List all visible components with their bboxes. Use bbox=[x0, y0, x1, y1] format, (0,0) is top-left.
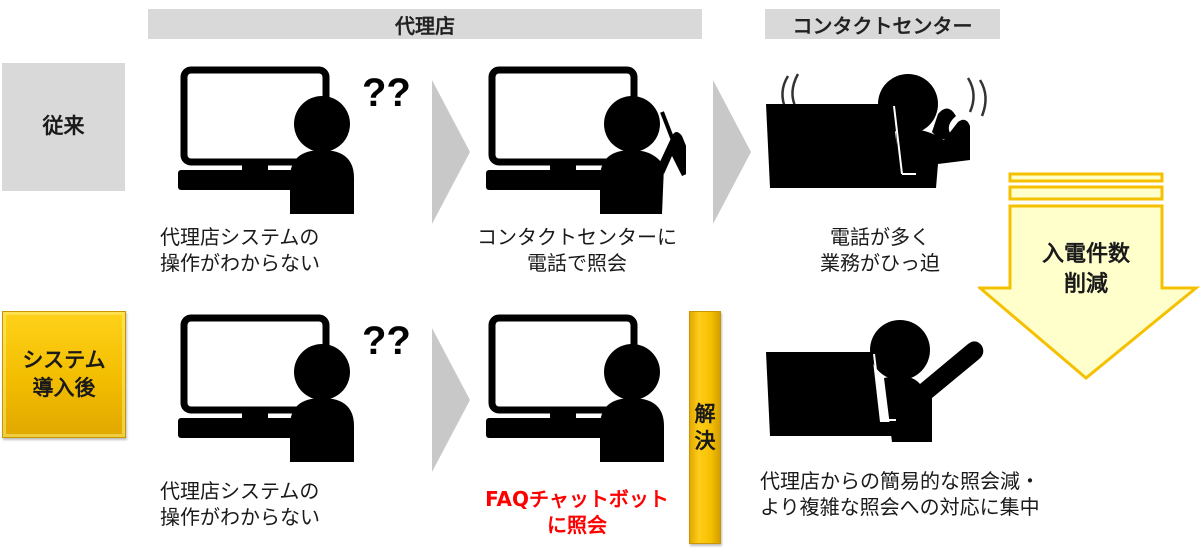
operator-raising-hand-icon bbox=[760, 312, 1000, 442]
caption-line: 電話が多く bbox=[830, 225, 930, 249]
down-arrow-icon bbox=[978, 172, 1200, 380]
person-at-computer-icon bbox=[486, 314, 686, 464]
svg-text:??: ?? bbox=[362, 319, 411, 363]
reduction-arrow-label: 入電件数 削減 bbox=[1008, 240, 1164, 299]
caption-line: より複雑な照会への対応に集中 bbox=[760, 495, 1040, 519]
resolve-bar: 解 決 bbox=[689, 311, 721, 544]
row-label-before: 従来 bbox=[2, 63, 125, 191]
svg-text:??: ?? bbox=[362, 71, 411, 115]
row-label-after-line1: システム bbox=[22, 348, 106, 373]
resolve-label-char: 決 bbox=[694, 428, 716, 453]
step-caption-highlight: FAQチャットボット に照会 bbox=[462, 486, 692, 538]
confused-person-at-computer-icon: ?? bbox=[178, 314, 418, 464]
step-caption: コンタクトセンターに 電話で照会 bbox=[462, 224, 692, 276]
chevron-right-icon bbox=[432, 80, 472, 224]
contact-center-column-header: コンタクトセンター bbox=[765, 9, 1000, 39]
resolve-label-char: 解 bbox=[694, 402, 716, 427]
step-caption: 代理店システムの 操作がわからない bbox=[160, 224, 370, 276]
arrow-label-line: 入電件数 bbox=[1041, 242, 1130, 267]
reduction-down-arrow: 入電件数 削減 bbox=[978, 172, 1200, 382]
row-label-before-text: 従来 bbox=[42, 114, 85, 139]
caption-line: 電話で照会 bbox=[527, 251, 627, 275]
caption-line: FAQチャットボット bbox=[485, 487, 669, 511]
caption-line: 操作がわからない bbox=[160, 505, 320, 529]
person-on-phone-at-computer-icon bbox=[486, 66, 686, 216]
agency-column-header: 代理店 bbox=[148, 9, 702, 39]
agency-header-label: 代理店 bbox=[395, 13, 455, 38]
chevron-right-icon bbox=[713, 80, 753, 224]
caption-line: コンタクトセンターに bbox=[477, 225, 677, 249]
arrow-label-line: 削減 bbox=[1063, 271, 1108, 297]
confused-person-at-computer-icon: ?? bbox=[178, 66, 418, 216]
operator-busy-on-phone-icon bbox=[760, 64, 1000, 194]
step-caption: 代理店からの簡易的な照会減・ より複雑な照会への対応に集中 bbox=[760, 468, 1060, 520]
row-label-after-line2: 導入後 bbox=[32, 375, 96, 400]
caption-line: 代理店からの簡易的な照会減・ bbox=[760, 469, 1040, 493]
step-caption: 代理店システムの 操作がわからない bbox=[160, 478, 370, 530]
caption-line: 代理店システムの bbox=[160, 479, 320, 503]
caption-line: 操作がわからない bbox=[160, 251, 320, 275]
row-label-after: システム 導入後 bbox=[2, 311, 126, 438]
chevron-right-icon bbox=[432, 328, 472, 472]
caption-line: 業務がひっ迫 bbox=[820, 251, 940, 275]
contact-center-header-label: コンタクトセンター bbox=[792, 13, 973, 38]
caption-line: に照会 bbox=[547, 513, 607, 537]
step-caption: 電話が多く 業務がひっ迫 bbox=[790, 224, 970, 276]
caption-line: 代理店システムの bbox=[160, 225, 320, 249]
